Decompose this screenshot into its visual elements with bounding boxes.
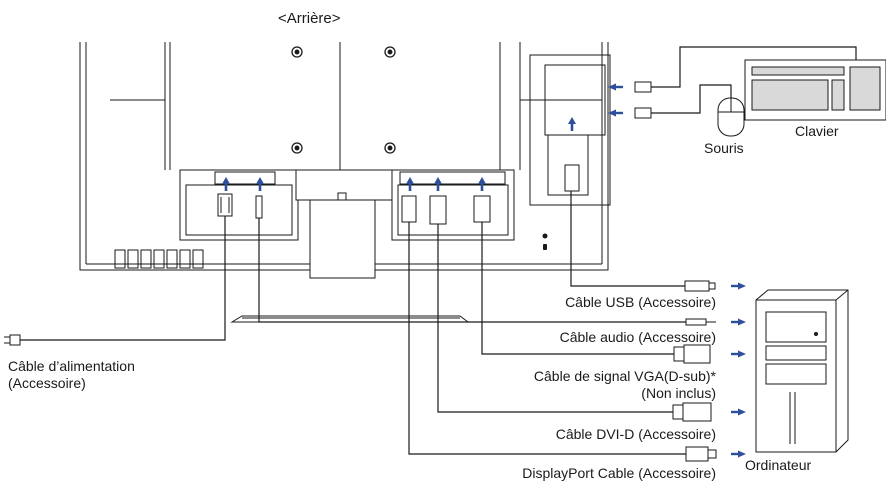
keyboard-label: Clavier xyxy=(795,123,839,139)
diagram-title: <Arrière> xyxy=(278,10,341,27)
power-cable-note: (Accessoire) xyxy=(8,375,86,391)
usb-cable-label: Câble USB (Accessoire) xyxy=(565,294,716,310)
screw-holes xyxy=(291,46,396,154)
displayport-cable-label: DisplayPort Cable (Accessoire) xyxy=(522,465,716,481)
dvi-cable-label: Câble DVI-D (Accessoire) xyxy=(555,426,716,442)
keyboard-icon xyxy=(744,59,886,121)
plugs xyxy=(217,164,580,225)
computer-icon xyxy=(755,289,849,453)
lock-slot xyxy=(542,233,548,250)
audio-cable-label: Câble audio (Accessoire) xyxy=(559,329,716,345)
cable-ends xyxy=(4,81,717,462)
vent-grille xyxy=(114,249,204,269)
monitor-back xyxy=(79,42,611,271)
mouse-label: Souris xyxy=(704,140,744,156)
monitor-stand xyxy=(230,169,470,323)
vga-cable-label: Câble de signal VGA(D-sub)* xyxy=(533,368,716,384)
power-cable-label: Câble d’alimentation xyxy=(8,358,135,374)
mouse-icon xyxy=(717,97,745,137)
computer-label: Ordinateur xyxy=(745,457,812,473)
vga-cable-note: (Non inclus) xyxy=(641,385,716,401)
connector-panel-left xyxy=(179,169,299,241)
cables xyxy=(20,46,857,455)
